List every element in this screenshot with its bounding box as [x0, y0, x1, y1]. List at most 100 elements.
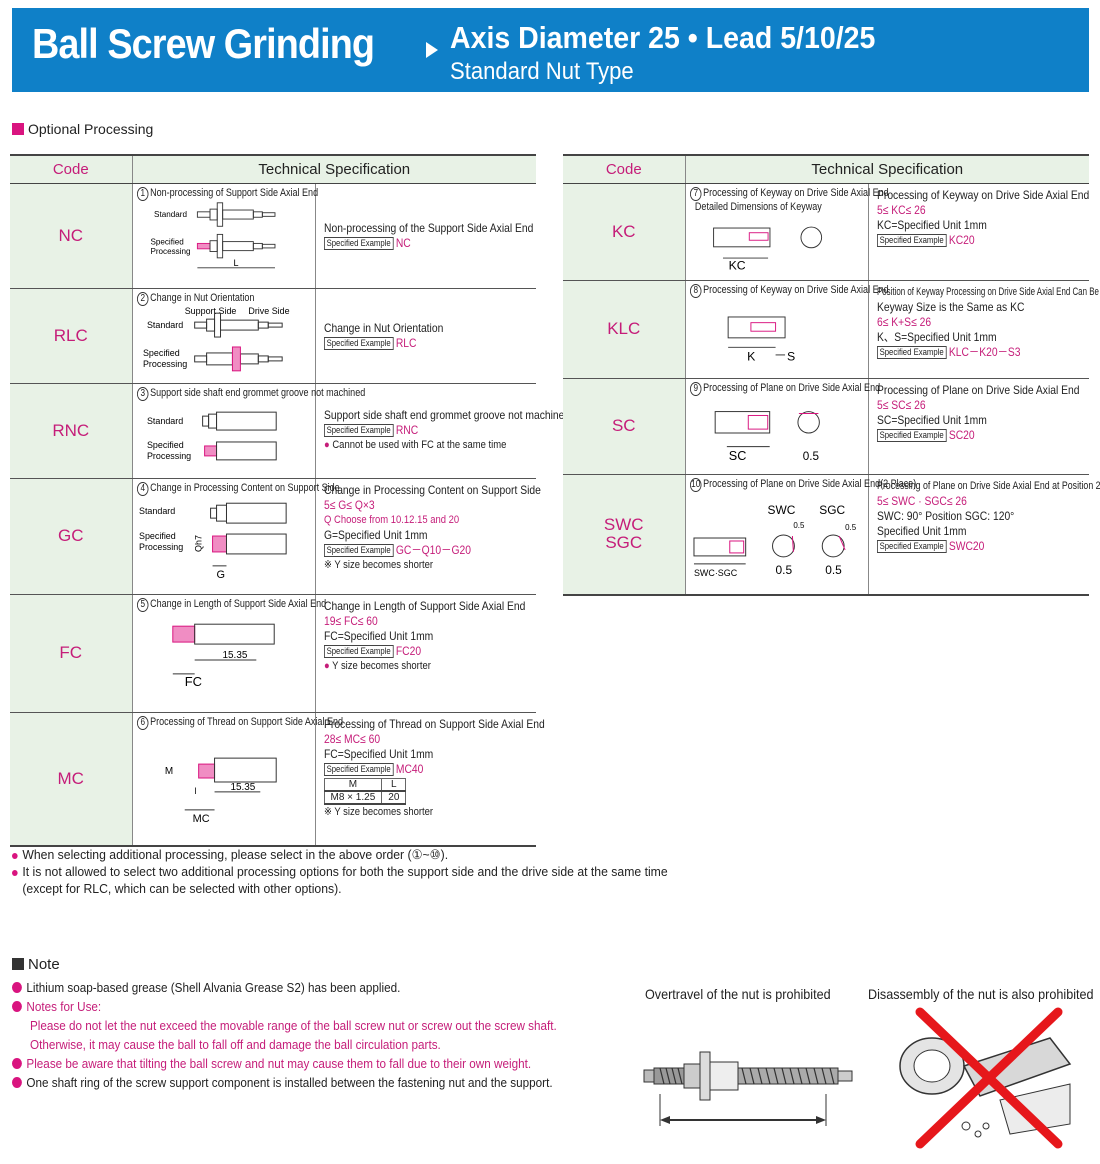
- svg-text:0.5: 0.5: [845, 523, 857, 532]
- svg-text:0.5: 0.5: [825, 562, 842, 576]
- option-spec: Non-processing of the Support Side Axial…: [314, 183, 537, 289]
- option-spec: Processing of Keyway on Drive Side Axial…: [867, 183, 1090, 281]
- svg-text:Specified: Specified: [142, 347, 179, 357]
- svg-text:MC: MC: [192, 812, 209, 824]
- svg-text:Specified: Specified: [138, 531, 175, 541]
- gc-diagram: Standard Specified Processing Qh7 G: [138, 502, 287, 580]
- triangle-arrow-icon: [426, 42, 438, 58]
- svg-text:SGC: SGC: [819, 503, 845, 517]
- bullet-dot-icon: ●: [323, 659, 332, 672]
- specified-example-tag: Specified Example: [323, 424, 393, 438]
- svg-text:Specified: Specified: [150, 237, 183, 246]
- svg-text:FC: FC: [184, 673, 201, 688]
- svg-text:l: l: [194, 785, 196, 795]
- svg-text:15.35: 15.35: [222, 649, 247, 660]
- svg-text:0.5: 0.5: [802, 450, 818, 463]
- svg-text:Processing: Processing: [146, 450, 190, 460]
- kc-diagram: KC: [712, 226, 822, 272]
- svg-text:Processing: Processing: [142, 358, 186, 368]
- bullet-dot-icon: ●: [323, 439, 332, 451]
- svg-text:0.5: 0.5: [775, 562, 792, 576]
- option-spec: Position of Keyway Processing on Drive S…: [867, 280, 1100, 379]
- main-title: Ball Screw Grinding: [32, 20, 375, 67]
- bullet-dot-icon: [12, 1058, 22, 1069]
- option-code: SWC SGC: [563, 474, 685, 596]
- option-code: FC: [10, 594, 132, 713]
- svg-text:Support Side: Support Side: [184, 306, 236, 316]
- bullet-dot-icon: [12, 1001, 22, 1012]
- bullet-dot-icon: [12, 852, 18, 859]
- option-code: GC: [10, 478, 132, 595]
- square-bullet-icon: [12, 123, 24, 135]
- svg-text:Standard: Standard: [138, 506, 174, 516]
- svg-text:M: M: [164, 766, 172, 777]
- col-header-code: Code: [563, 154, 685, 184]
- footnotes: When selecting additional processing, pl…: [12, 846, 710, 897]
- bullet-dot-icon: [12, 982, 22, 993]
- subtitle-nut: Standard Nut Type: [450, 58, 634, 85]
- col-header-spec: Technical Specification: [684, 154, 1090, 184]
- rlc-diagram: Support Side Drive Side Standard Specifi…: [142, 306, 289, 371]
- fc-diagram: 15.35 FC: [171, 623, 275, 688]
- option-spec: Change in Length of Support Side Axial E…: [314, 594, 537, 713]
- specified-example-tag: Specified Example: [876, 428, 946, 442]
- bullet-dot-icon: [12, 869, 18, 876]
- option-spec: Change in Nut Orientation Specified Exam…: [314, 288, 537, 384]
- option-spec: Change in Processing Content on Support …: [314, 478, 540, 595]
- svg-text:15.35: 15.35: [230, 781, 255, 792]
- svg-text:0.5: 0.5: [793, 521, 805, 530]
- option-code: KLC: [563, 280, 685, 379]
- swc-sgc-diagram: SWC SGC SWC·SGC 0.5 0.5 0.5 0.5: [692, 503, 857, 577]
- section-title: Optional Processing: [28, 121, 154, 137]
- svg-text:Processing: Processing: [150, 247, 190, 256]
- option-code: RNC: [10, 383, 132, 479]
- note-list: Lithium soap-based grease (Shell Alvania…: [12, 978, 617, 1092]
- mc-diagram: M l 15.35 MC: [164, 757, 277, 824]
- square-bullet-icon: [12, 958, 24, 970]
- svg-text:Standard: Standard: [146, 320, 182, 330]
- nc-diagram: Standard Specified Processing L: [150, 201, 275, 268]
- svg-text:SC: SC: [728, 449, 746, 463]
- option-spec: Processing of Thread on Support Side Axi…: [314, 712, 544, 847]
- svg-text:KC: KC: [728, 258, 745, 272]
- specified-example-tag: Specified Example: [876, 539, 946, 553]
- option-code: SC: [563, 378, 685, 475]
- page-header: Ball Screw Grinding Axis Diameter 25 • L…: [12, 8, 1089, 92]
- caption-overtravel: Overtravel of the nut is prohibited: [645, 986, 831, 1002]
- col-header-code: Code: [10, 154, 132, 184]
- bullet-dot-icon: [12, 1077, 22, 1088]
- caption-disassembly: Disassembly of the nut is also prohibite…: [868, 986, 1094, 1002]
- svg-text:S: S: [786, 349, 794, 363]
- svg-text:Processing: Processing: [138, 541, 182, 551]
- specified-example-tag: Specified Example: [323, 644, 393, 658]
- col-header-spec: Technical Specification: [131, 154, 537, 184]
- specified-example-tag: Specified Example: [323, 336, 393, 350]
- specified-example-tag: Specified Example: [323, 762, 393, 776]
- option-spec: Processing of Plane on Drive Side Axial …: [867, 378, 1090, 475]
- specified-example-tag: Specified Example: [876, 233, 946, 247]
- option-code: KC: [563, 183, 685, 281]
- svg-text:Drive Side: Drive Side: [248, 306, 289, 316]
- option-spec: Processing of Plane on Drive Side Axial …: [867, 474, 1100, 596]
- nut-disassembly-figure: [899, 1007, 1072, 1149]
- specified-example-tag: Specified Example: [876, 345, 946, 359]
- svg-text:Specified: Specified: [146, 439, 183, 449]
